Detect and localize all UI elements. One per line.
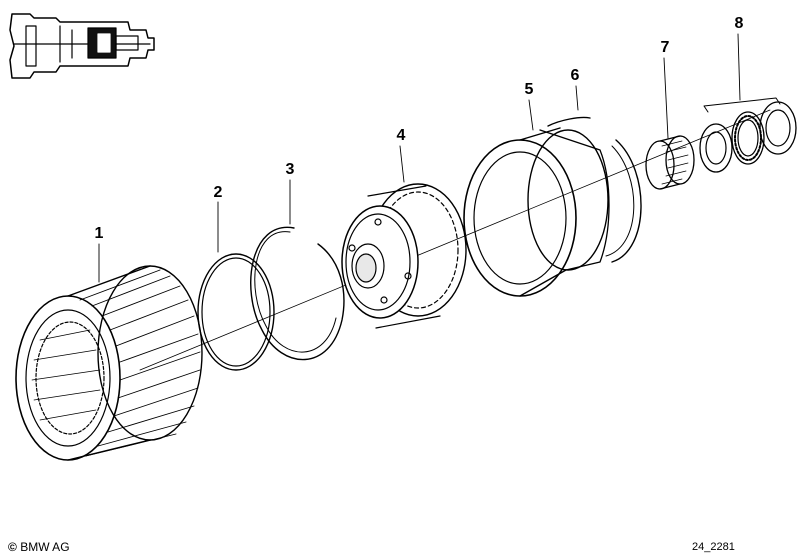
diagram-id: 24_2281 [692, 541, 735, 553]
part-number-4: 4 [396, 127, 406, 144]
part-2-snap-ring [197, 253, 275, 371]
part-5-clutch-drum [463, 127, 610, 297]
part-6-snap-ring [547, 116, 642, 263]
part-number-7: 7 [660, 39, 670, 56]
part-number-1: 1 [94, 225, 104, 242]
center-axis [139, 109, 771, 371]
part-number-2: 2 [213, 184, 223, 201]
part-number-5: 5 [524, 81, 534, 98]
leader-lines [98, 33, 741, 283]
part-number-6: 6 [570, 67, 580, 84]
part-3-circlip [250, 226, 345, 361]
part-4-planetary-carrier [341, 183, 467, 329]
part-7-sun-gear [645, 135, 695, 190]
copyright-symbol: © [8, 540, 17, 554]
transmission-thumbnail-icon [9, 13, 155, 79]
part-8-thrust-bearing-set [699, 97, 797, 173]
part-1-ring-gear-drum [15, 265, 203, 461]
copyright-notice: © BMW AG [8, 541, 70, 553]
part-number-3: 3 [285, 161, 295, 178]
part-number-8: 8 [734, 15, 744, 32]
copyright-text: BMW AG [20, 540, 70, 554]
